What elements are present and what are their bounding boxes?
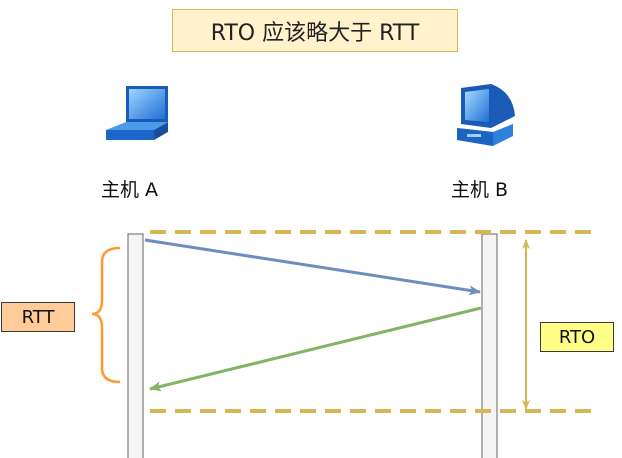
- host-b-lifeline: [481, 233, 498, 458]
- rtt-brace: [91, 246, 121, 384]
- rtt-label-text: RTT: [21, 306, 55, 328]
- rto-label-text: RTO: [558, 326, 596, 348]
- diagram-title: RTO 应该略大于 RTT: [172, 9, 458, 52]
- send-arrow: [144, 238, 481, 296]
- host-a-lifeline: [127, 233, 144, 458]
- ack-arrow: [149, 306, 482, 392]
- host-b-label: 主机 B: [451, 179, 509, 201]
- title-text: RTO 应该略大于 RTT: [210, 20, 420, 46]
- rtt-label: RTT: [1, 302, 75, 332]
- desktop-computer-icon: [457, 84, 515, 146]
- host-a-label: 主机 A: [101, 179, 159, 201]
- rto-label: RTO: [540, 322, 614, 352]
- laptop-icon: [106, 86, 168, 140]
